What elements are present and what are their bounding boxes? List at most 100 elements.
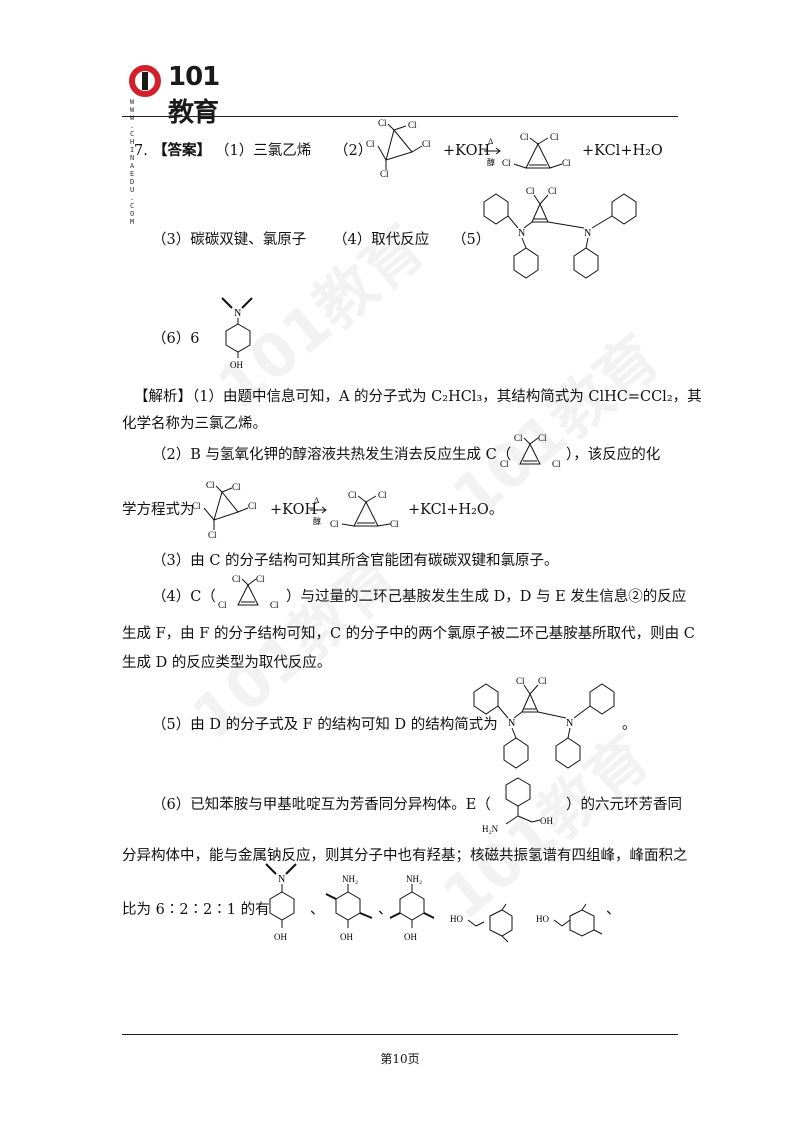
page-number: 第10页 <box>380 1052 420 1066</box>
cl-label: Cl <box>206 480 215 490</box>
e-structure: H₂N OH <box>482 777 553 834</box>
cl-label: Cl <box>248 501 257 511</box>
cl-label: Cl <box>256 574 265 584</box>
delta-label: Δ <box>488 137 493 146</box>
cl-label: Cl <box>378 118 387 128</box>
answer-1: （1）三氯乙烯 <box>215 143 312 159</box>
cl-label: Cl <box>548 186 557 196</box>
analysis-5: （5）由 D 的分子式及 F 的结构可知 D 的结构简式为 <box>152 717 498 733</box>
c-structure-inline: Cl Cl Cl Cl <box>218 574 279 610</box>
analysis-6-cont: ）的六元环芳香同 <box>566 797 682 813</box>
cl-label: Cl <box>422 139 431 149</box>
analysis-2-cont: ），该反应的化 <box>566 447 661 463</box>
product-term: +KCl+H₂O。 <box>408 502 504 518</box>
logo-icon <box>129 65 161 97</box>
p-dimethylaminophenol-structure: N OH <box>221 297 253 370</box>
cl-label: Cl <box>232 574 241 584</box>
structure-d: Cl Cl N N <box>483 186 637 279</box>
cl-label: Cl <box>526 186 535 196</box>
cl-label: Cl <box>562 158 571 168</box>
nh2-label: NH₂ <box>342 874 358 884</box>
header-rule <box>122 116 678 117</box>
cl-label: Cl <box>538 676 547 686</box>
oh-label: OH <box>230 360 243 370</box>
cl-label: Cl <box>208 530 217 538</box>
brand-name: 101教育 <box>168 62 220 128</box>
footer-rule <box>122 1034 678 1035</box>
isomer-structure: NH₂ OH <box>325 874 373 942</box>
ho-label: HO <box>450 914 463 924</box>
cl-label: Cl <box>520 132 529 142</box>
analysis-6-line3: 比为 6∶2∶2∶1 的有 <box>122 902 270 918</box>
isomer-structure: NH₂ OH <box>389 874 435 942</box>
brand-url: W W W . C H I N A E D U . C O M <box>130 98 137 226</box>
separator: 、 <box>378 902 393 918</box>
n-label: N <box>278 874 285 885</box>
isomer-structure: HO <box>536 903 603 937</box>
cl-label: Cl <box>232 482 241 492</box>
cl-label: Cl <box>408 120 417 130</box>
product-structure: Cl Cl Cl Cl <box>502 132 571 169</box>
c-structure-inline: Cl Cl Cl Cl <box>500 433 561 469</box>
answer-5-label: （5） <box>452 232 491 248</box>
analysis-4-line2: 生成 F，由 F 的分子结构可知，C 的分子中的两个氯原子被二环己基胺基所取代，… <box>122 626 695 642</box>
cl-label: Cl <box>516 676 525 686</box>
cl-label: Cl <box>552 459 561 469</box>
product-term: +KCl+H₂O <box>582 143 663 159</box>
analysis-4-cont: ）与过量的二环己基胺发生生成 D，D 与 E 发生信息②的反应 <box>286 589 687 605</box>
cl-label: Cl <box>514 433 523 443</box>
h2n-label: H₂N <box>482 824 499 834</box>
product-structure: Cl Cl Cl Cl <box>330 490 399 529</box>
analysis-6-line2: 分异构体中，能与金属钠反应，则其分子中也有羟基；核磁共振氢谱有四组峰，峰面积之 <box>122 848 688 864</box>
n-label: N <box>508 718 515 729</box>
answer-tag: 【答案】 <box>153 142 211 159</box>
analysis-1: 【解析】（1）由题中信息可知，A 的分子式为 C₂HCl₃，其结构简式为 ClH… <box>134 389 702 405</box>
separator: 、 <box>310 902 325 918</box>
cl-label: Cl <box>330 519 339 529</box>
cl-label: Cl <box>192 501 201 511</box>
delta-label: Δ <box>314 496 319 505</box>
analysis-2: （2）B 与氢氧化钾的醇溶液共热发生消去反应生成 C（ <box>152 447 512 463</box>
reaction-arrow: Δ 醇 <box>484 137 501 167</box>
separator: 、 <box>606 902 621 918</box>
answer-3: （3）碳碳双键、氯原子 <box>152 232 307 248</box>
cl-label: Cl <box>348 490 357 500</box>
analysis-1-cont: 化学名称为三氯乙烯。 <box>122 416 267 432</box>
analysis-6: （6）已知苯胺与甲基吡啶互为芳香同分异构体。E（ <box>152 797 491 813</box>
alcohol-label: 醇 <box>313 516 321 526</box>
cl-label: Cl <box>500 459 509 469</box>
cl-label: Cl <box>380 169 389 178</box>
nh2-label: NH₂ <box>406 874 422 884</box>
cl-label: Cl <box>366 139 375 149</box>
n-label: N <box>234 308 241 319</box>
isomer-structure: HO <box>450 903 513 943</box>
analysis-3: （3）由 C 的分子结构可知其所含官能团有碳碳双键和氯原子。 <box>152 553 559 569</box>
koh-term: +KOH <box>443 143 491 159</box>
answer-6-label: （6）6 <box>152 331 200 347</box>
analysis-2-eq: 学方程式为 <box>122 502 195 518</box>
cl-label: Cl <box>218 600 227 610</box>
answer-4: （4）取代反应 <box>333 232 430 248</box>
cl-label: Cl <box>502 158 511 168</box>
structure-d: Cl Cl N N <box>473 676 615 769</box>
analysis-4-line3: 生成 D 的反应类型为取代反应。 <box>122 655 332 671</box>
reactant-structure: Cl Cl Cl Cl Cl <box>366 118 431 178</box>
oh-label: OH <box>274 932 287 942</box>
analysis-4: （4）C（ <box>152 589 216 605</box>
answer-2-label: （2） <box>334 143 373 159</box>
oh-label: OH <box>340 932 353 942</box>
n-label: N <box>518 228 525 239</box>
n-label: N <box>566 718 573 729</box>
reaction-arrow: Δ 醇 <box>310 496 327 526</box>
cl-label: Cl <box>378 490 387 500</box>
cl-label: Cl <box>550 132 559 142</box>
cl-label: Cl <box>390 519 399 529</box>
isomer-structure: N OH <box>265 863 297 942</box>
n-label: N <box>584 228 591 239</box>
oh-label: OH <box>540 816 553 826</box>
reactant-structure: Cl Cl Cl Cl Cl <box>192 480 257 538</box>
period: 。 <box>622 717 637 733</box>
koh-term: +KOH <box>270 502 318 518</box>
question-number: 7. <box>134 143 148 159</box>
oh-label: OH <box>404 932 417 942</box>
